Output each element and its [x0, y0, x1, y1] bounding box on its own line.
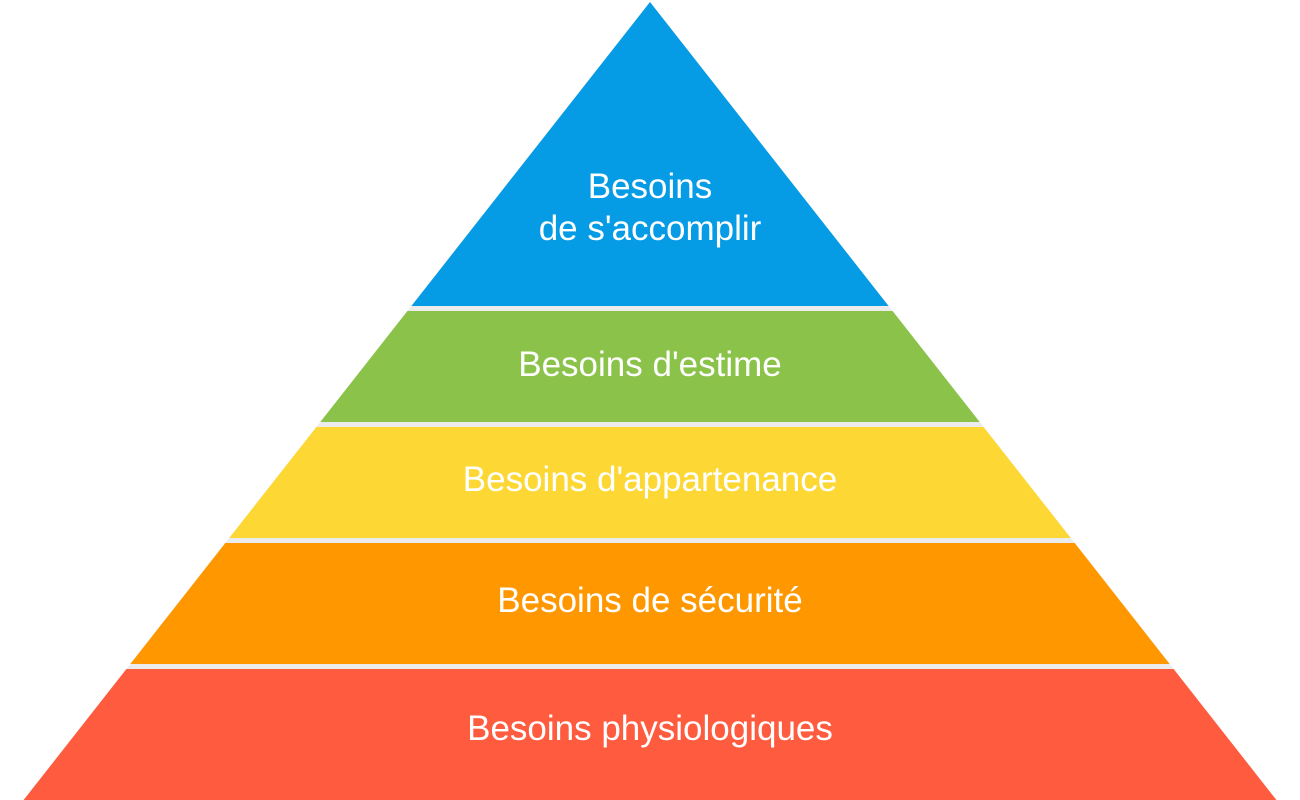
tier-belonging-label: Besoins d'appartenance	[462, 460, 838, 499]
tier-self-actualization-line1: Besoins	[587, 167, 713, 206]
tier-self-actualization-label: Besoins de s'accomplir	[0, 166, 1300, 250]
tier-self-actualization-line2: de s'accomplir	[538, 209, 762, 248]
tier-physiological-label: Besoins physiologiques	[467, 709, 833, 748]
tier-physiological	[23, 669, 1277, 800]
tier-safety-label: Besoins de sécurité	[497, 581, 803, 620]
tier-esteem	[320, 311, 980, 422]
tier-self-actualization	[411, 2, 889, 306]
tier-esteem-label: Besoins d'estime	[518, 345, 782, 384]
tier-belonging	[229, 427, 1071, 538]
tier-safety	[130, 543, 1170, 664]
